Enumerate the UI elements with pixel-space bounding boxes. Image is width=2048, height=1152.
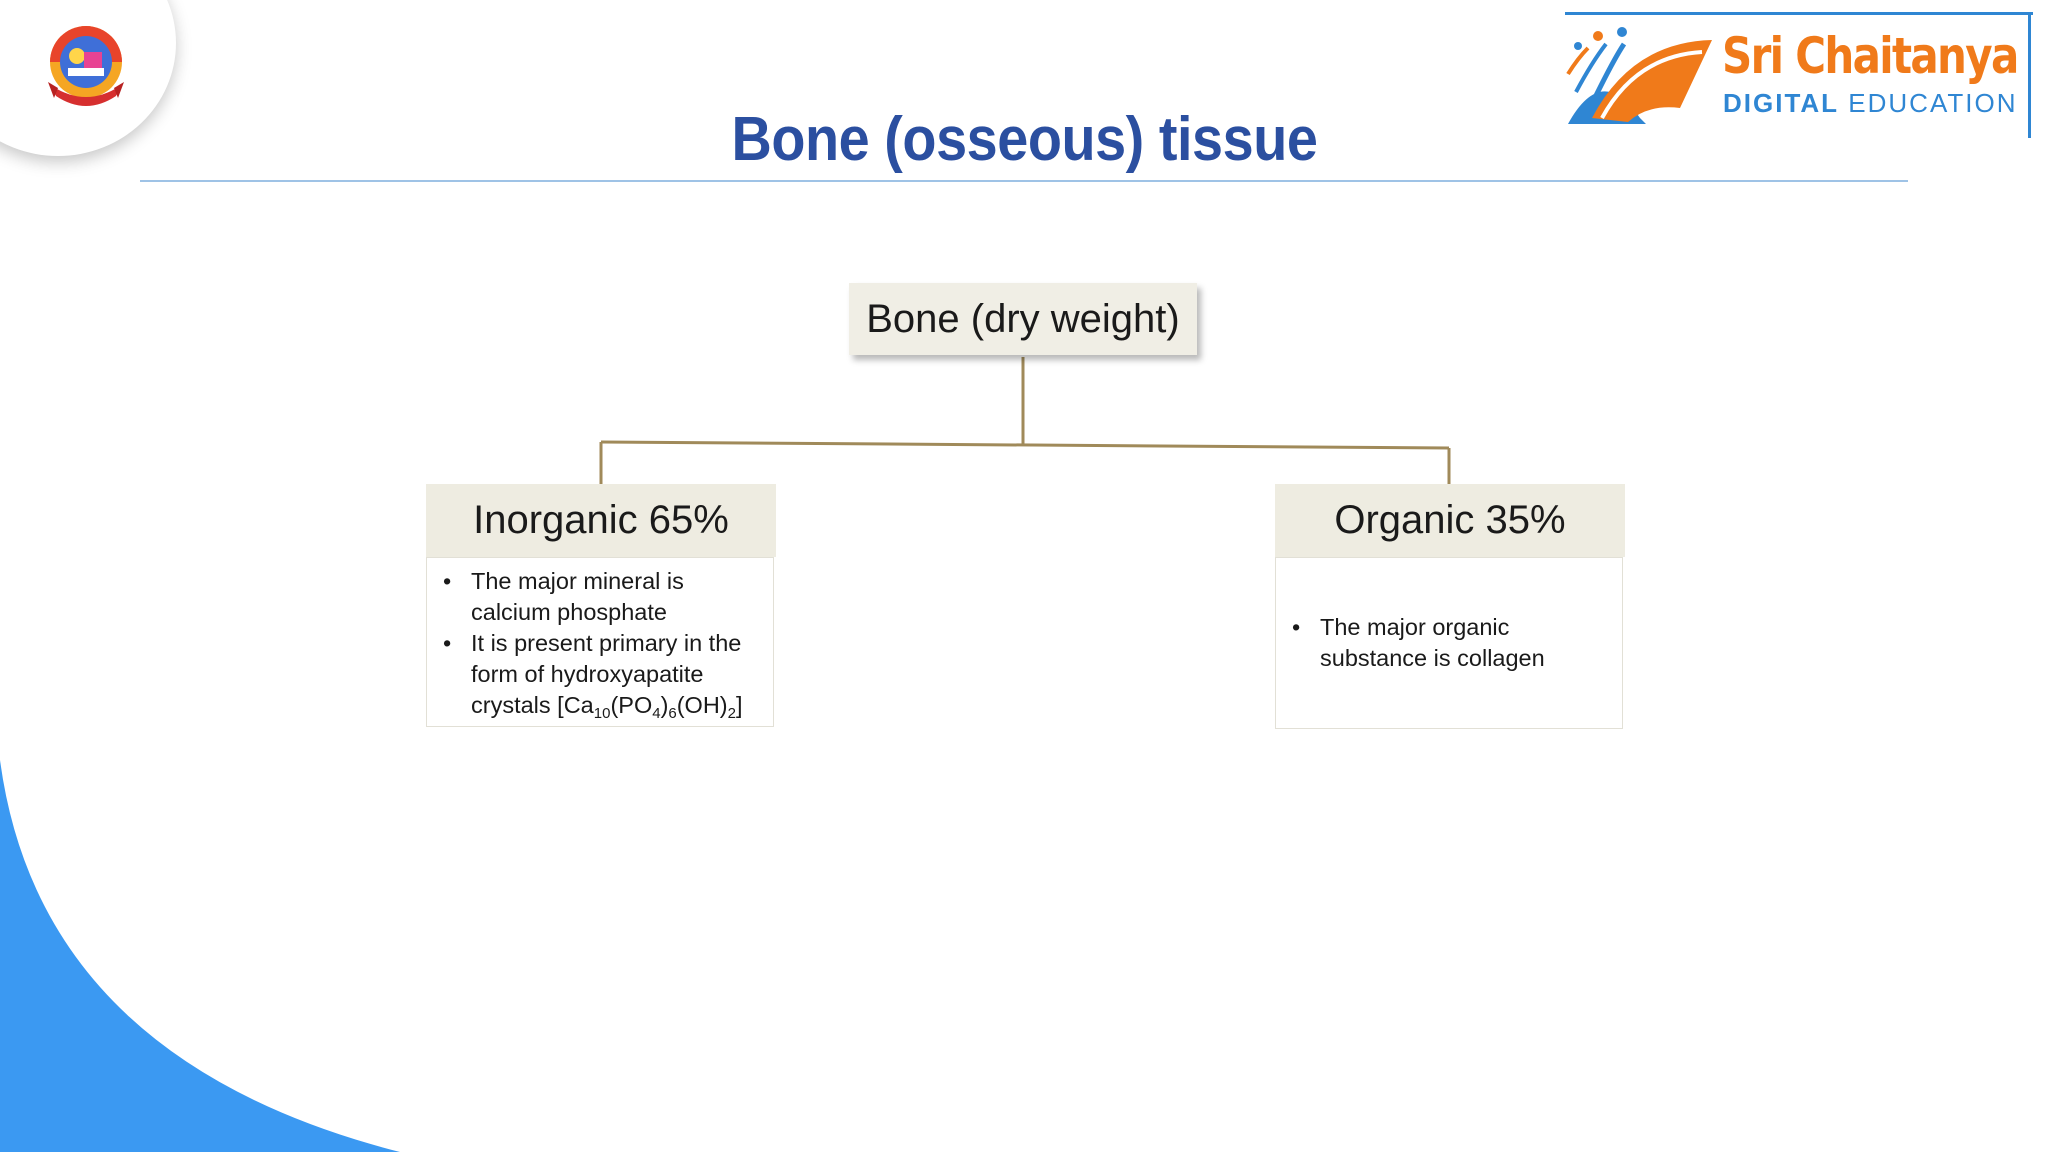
subscript: 6 xyxy=(668,705,677,722)
node-inorganic-body: The major mineral is calcium phosphate I… xyxy=(426,557,774,727)
emblem-badge xyxy=(0,0,176,156)
subscript: 4 xyxy=(652,705,661,722)
brand-subtitle-bold: DIGITAL xyxy=(1723,88,1840,118)
corner-decoration xyxy=(0,760,400,1152)
node-inorganic-header: Inorganic 65% xyxy=(426,484,776,557)
formula-part: (PO xyxy=(610,692,653,718)
open-book-logo-icon xyxy=(1566,27,1712,124)
inorganic-bullet-list: The major mineral is calcium phosphate I… xyxy=(441,566,763,721)
subscript: 10 xyxy=(593,705,611,722)
node-inorganic-label: Inorganic 65% xyxy=(473,498,729,542)
node-organic-body: The major organic substance is collagen xyxy=(1275,557,1623,729)
formula-part: (OH) xyxy=(676,692,728,718)
institution-emblem-icon xyxy=(48,26,124,106)
node-root: Bone (dry weight) xyxy=(849,283,1197,355)
node-root-label: Bone (dry weight) xyxy=(866,296,1180,341)
page-title-text: Bone (osseous) tissue xyxy=(731,105,1317,174)
title-divider xyxy=(140,180,1908,182)
connector-horizontal xyxy=(600,440,1450,450)
brand-subtitle-rest: EDUCATION xyxy=(1839,88,2018,118)
organic-bullet-1: The major organic substance is collagen xyxy=(1290,612,1612,674)
brand-frame-side xyxy=(2028,12,2031,138)
node-organic-label: Organic 35% xyxy=(1334,498,1566,542)
inorganic-bullet-1: The major mineral is calcium phosphate xyxy=(441,566,763,628)
organic-bullet-list: The major organic substance is collagen xyxy=(1290,612,1612,674)
inorganic-bullet-2: It is present primary in the form of hyd… xyxy=(441,628,763,721)
brand-subtitle: DIGITAL EDUCATION xyxy=(1723,88,2017,118)
bullet-2-text: It is present primary in the form of hyd… xyxy=(471,630,742,718)
subscript: 2 xyxy=(727,705,736,722)
brand-name: Sri Chaitanya xyxy=(1722,27,2019,85)
page-title: Bone (osseous) tissue xyxy=(0,100,2048,180)
formula-part: ) xyxy=(660,692,669,718)
formula-part: ] xyxy=(735,692,743,718)
node-organic-header: Organic 35% xyxy=(1275,484,1625,557)
brand-frame-top xyxy=(1565,12,2033,15)
